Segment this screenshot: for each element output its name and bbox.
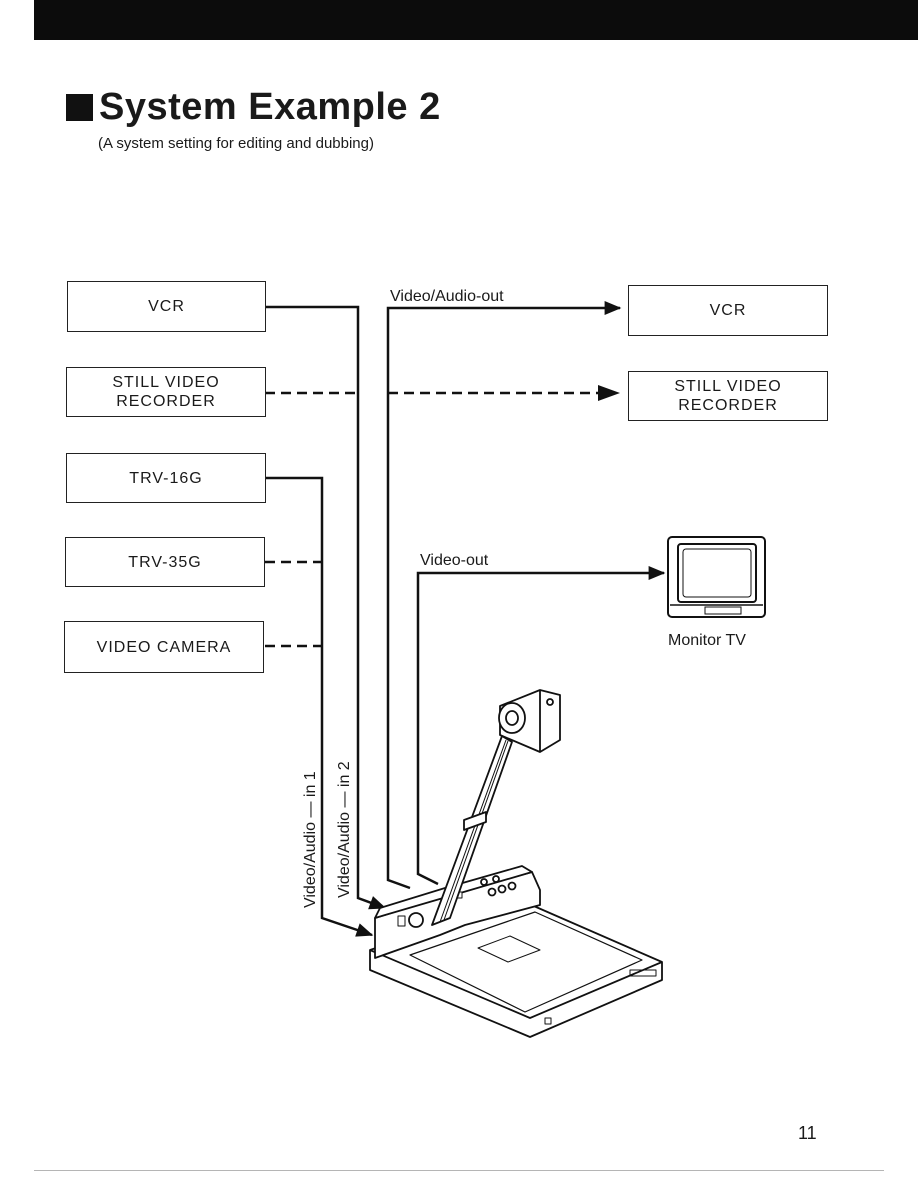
- presenter-device-icon: [369, 689, 663, 1038]
- video-audio-out-label: Video/Audio-out: [390, 288, 504, 305]
- bottom-rule: [34, 1170, 884, 1171]
- source-trv35g-box: TRV-35G: [65, 537, 265, 587]
- page-number: 11: [798, 1123, 817, 1143]
- page-title: System Example 2: [99, 86, 441, 128]
- square-bullet-icon: [66, 94, 93, 121]
- line-out-monitor: [416, 566, 666, 886]
- line-out-vcr: [386, 301, 622, 890]
- video-audio-in1-label: Video/Audio — in 1: [302, 771, 319, 908]
- source-still-video-recorder-box: STILL VIDEO RECORDER: [66, 367, 266, 417]
- page-subtitle: (A system setting for editing and dubbin…: [98, 135, 374, 152]
- video-out-label: Video-out: [420, 552, 489, 569]
- heading: System Example 2: [66, 86, 441, 129]
- video-audio-in2-label: Video/Audio — in 2: [336, 761, 353, 898]
- source-video-camera-box: VIDEO CAMERA: [64, 621, 264, 673]
- header-band: [34, 0, 918, 40]
- line-trv16g-in1: [265, 476, 374, 937]
- line-vcr-in2: [265, 305, 387, 910]
- monitor-tv-icon: [667, 536, 766, 618]
- output-still-video-recorder-box: STILL VIDEO RECORDER: [628, 371, 828, 421]
- output-vcr-box: VCR: [628, 285, 828, 336]
- monitor-tv-label: Monitor TV: [668, 632, 746, 649]
- source-trv16g-box: TRV-16G: [66, 453, 266, 503]
- source-vcr-box: VCR: [67, 281, 266, 332]
